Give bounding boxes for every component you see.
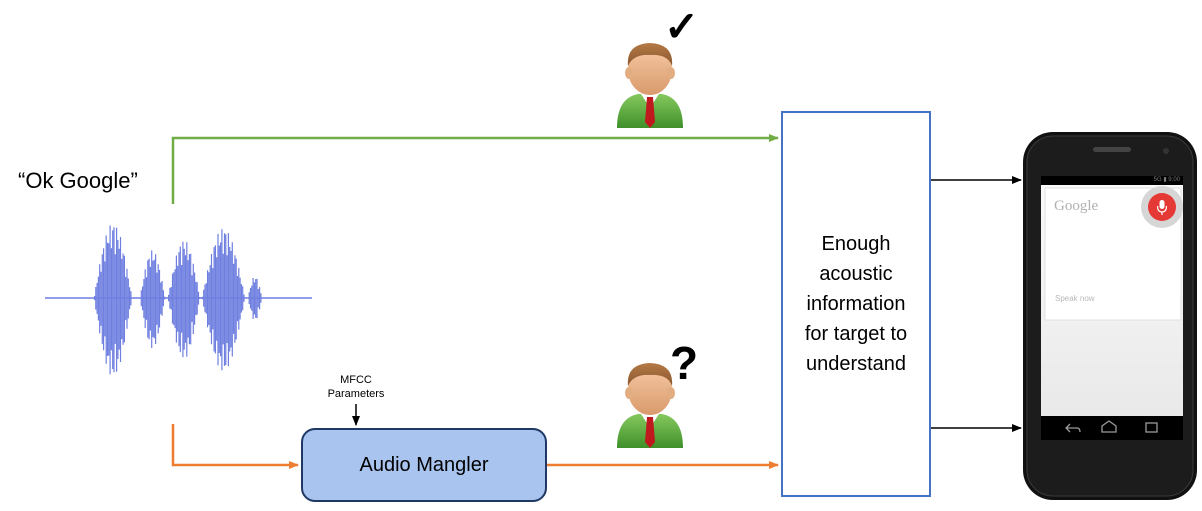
- audio-mangler-label: Audio Mangler: [359, 453, 489, 476]
- user-listener-icon: [617, 43, 683, 128]
- original-audio-path: [171, 134, 779, 204]
- android-phone-icon: [1023, 132, 1197, 500]
- wake-phrase: “Ok Google”: [18, 168, 138, 193]
- microphone-icon: [1156, 200, 1168, 215]
- phone-search-brand: Google: [1054, 198, 1099, 214]
- question-icon: ?: [670, 337, 699, 389]
- audio-waveform: [45, 225, 312, 375]
- audio-mangler-box: Audio Mangler: [301, 428, 547, 502]
- mangled-input-path: [171, 424, 299, 469]
- mfcc-parameters-label: MFCC Parameters: [327, 374, 385, 400]
- phone-status-bar: 5G ▮ 9:00: [1153, 177, 1180, 183]
- phone-speak-prompt: Speak now: [1055, 294, 1095, 303]
- checkmark-icon: ✓: [664, 3, 700, 50]
- target-understanding-box: Enough acoustic information for target t…: [781, 111, 931, 497]
- target-understanding-label: Enough acoustic information for target t…: [804, 233, 908, 375]
